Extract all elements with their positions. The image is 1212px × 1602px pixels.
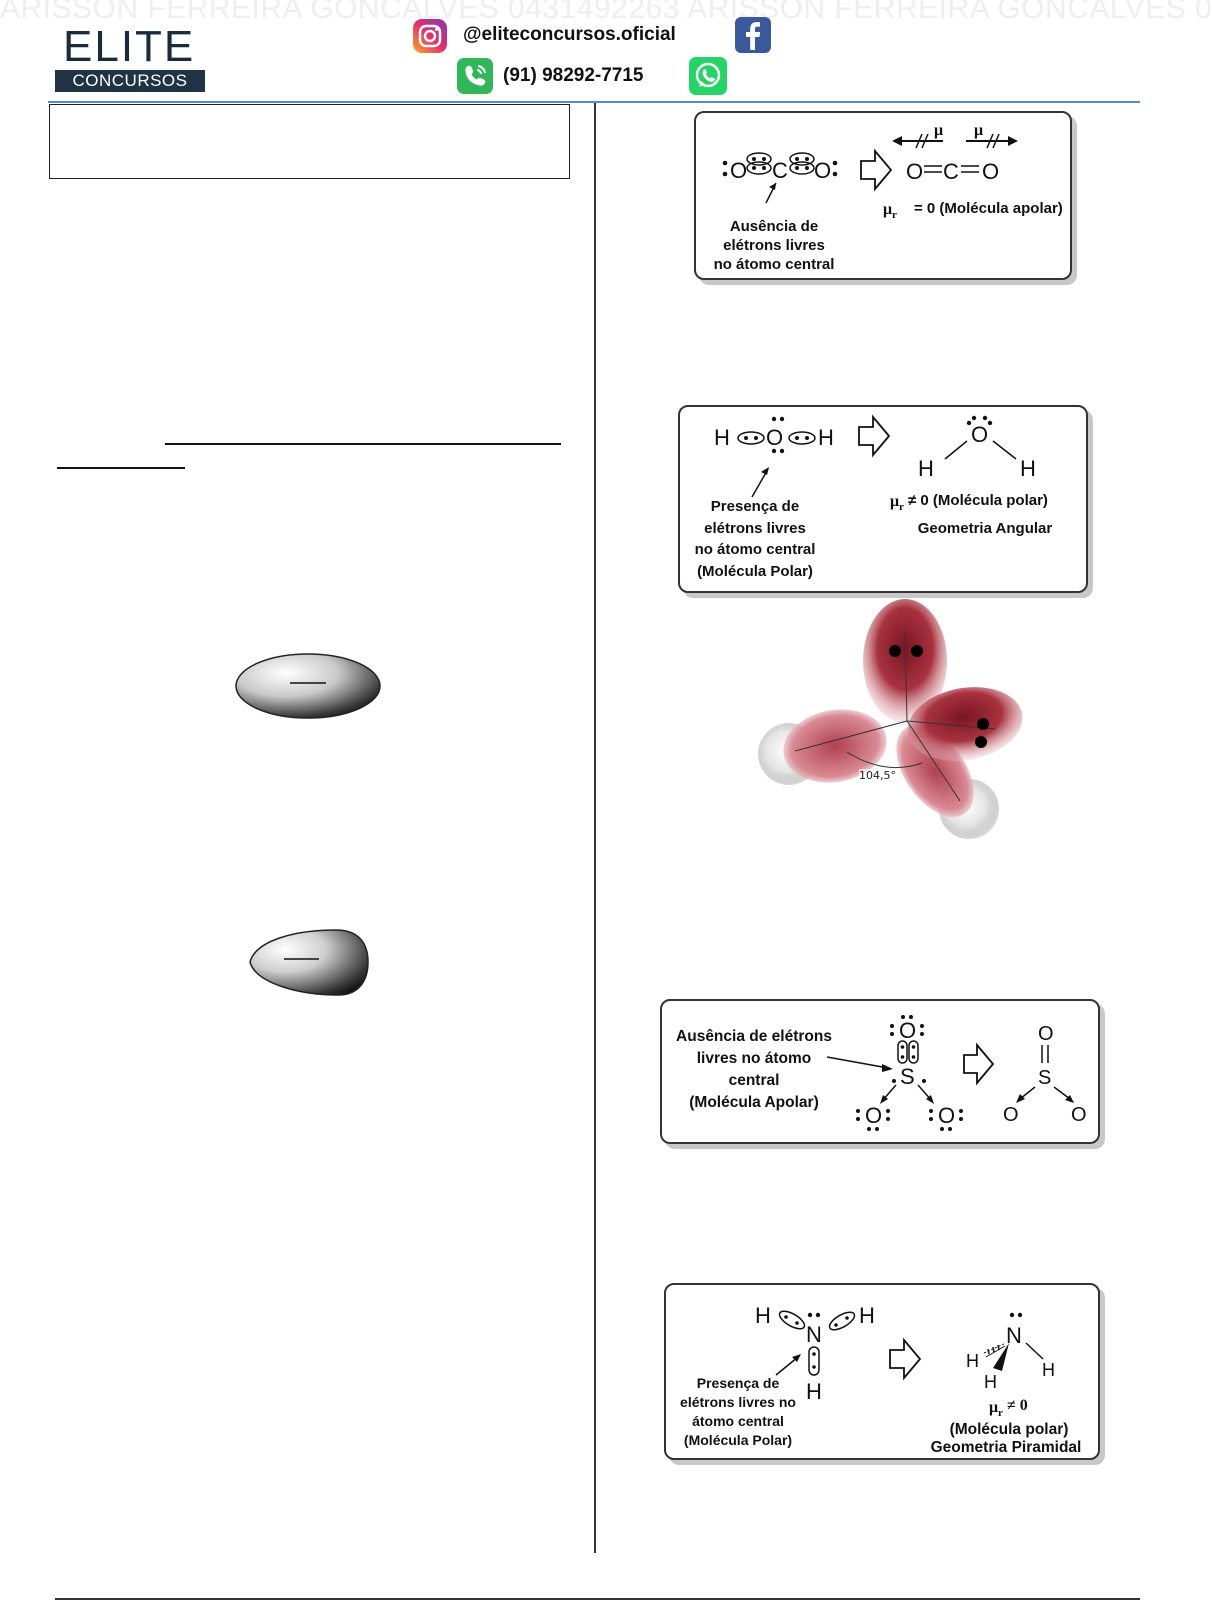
svg-text:r: r [998, 1407, 1003, 1419]
bond-angle-label: 104,5° [859, 769, 896, 782]
svg-text:O: O [938, 1103, 955, 1128]
svg-text:O: O [865, 1103, 882, 1128]
watermark: ARISSON FERREIRA GONCALVES 0431492263 AR… [0, 0, 1212, 25]
svg-text:H: H [1020, 456, 1036, 481]
svg-text:O: O [730, 158, 747, 183]
svg-text:H: H [859, 1303, 875, 1328]
h2o-caption: Presença de elétrons livres no átomo cen… [694, 498, 816, 580]
svg-text:O: O [899, 1018, 916, 1043]
svg-text:C: C [943, 159, 959, 184]
orbital-asymmetric-diagram [246, 926, 371, 998]
water-3d-orbital-image: 104,5° [755, 599, 1023, 851]
svg-text:O: O [1003, 1104, 1019, 1126]
underline-blank-1 [165, 443, 561, 445]
section-title-box [49, 104, 570, 179]
svg-text:N: N [1006, 1323, 1022, 1348]
co2-result: = 0 (Molécula apolar) [914, 200, 1063, 217]
svg-text:S: S [900, 1064, 915, 1089]
facebook-icon[interactable] [734, 16, 772, 54]
svg-text:H: H [714, 425, 730, 450]
so3-card: O S O O O S O O Ausência de [660, 999, 1100, 1144]
header-divider [48, 101, 1140, 103]
svg-text:H: H [966, 1351, 979, 1371]
logo-word: ELITE [63, 22, 196, 71]
footer-rule [55, 1598, 1140, 1600]
svg-text:μ: μ [974, 122, 983, 139]
svg-text:O: O [1038, 1023, 1054, 1045]
h2o-geometry: Geometria Angular [917, 520, 1053, 537]
h2o-result: ≠ 0 (Molécula polar) [908, 492, 1048, 509]
svg-text:O: O [982, 159, 999, 184]
nh3-geometry: Geometria Piramidal [930, 1439, 1082, 1456]
logo-subtitle: CONCURSOS [55, 70, 205, 92]
co2-lewis-structure: O C O [722, 152, 838, 183]
svg-text:H: H [984, 1372, 997, 1392]
svg-text:μ: μ [934, 122, 943, 139]
phone-icon[interactable] [456, 57, 494, 95]
svg-text:H: H [918, 456, 934, 481]
svg-text:r: r [899, 501, 904, 513]
so3-caption: Ausência de elétrons livres no átomo cen… [676, 1028, 832, 1111]
svg-text:H: H [755, 1303, 771, 1328]
svg-text:S: S [1038, 1067, 1051, 1089]
svg-text:μ: μ [989, 1399, 998, 1416]
svg-text:O: O [906, 159, 923, 184]
svg-text:μ: μ [883, 201, 892, 218]
h2o-card: H O H O H H μ r ≠ 0 (Molécula polar) Geo… [678, 405, 1088, 593]
svg-text:N: N [806, 1322, 822, 1347]
svg-text:H: H [806, 1379, 822, 1404]
nh3-card: H N H H N H H H μ r ≠ 0 (Molécula polar)… [664, 1283, 1100, 1460]
svg-text:r: r [892, 209, 897, 221]
nh3-caption: Presença de elétrons livres no átomo cen… [680, 1375, 796, 1448]
svg-text:H: H [1042, 1360, 1055, 1380]
phone-number[interactable]: (91) 98292-7715 [503, 65, 644, 86]
nh3-result: ≠ 0 [1007, 1397, 1028, 1414]
orbital-symmetric-diagram [233, 651, 383, 721]
svg-text:C: C [772, 158, 788, 183]
svg-text:μ: μ [890, 493, 899, 510]
svg-text:H: H [818, 425, 834, 450]
elite-logo: ELITE CONCURSOS [55, 22, 205, 92]
svg-text:O: O [1071, 1104, 1087, 1126]
co2-card: O C O O C O μ [694, 111, 1072, 280]
underline-blank-2 [57, 467, 185, 469]
svg-text:O: O [971, 422, 988, 447]
instagram-icon[interactable] [412, 18, 448, 54]
svg-text:O: O [766, 425, 783, 450]
nh3-polar-label: (Molécula polar) [949, 1421, 1069, 1438]
column-divider [594, 103, 596, 1553]
co2-caption: Ausência de elétrons livres no átomo cen… [713, 218, 835, 273]
svg-text:O: O [814, 158, 831, 183]
instagram-handle[interactable]: @eliteconcursos.oficial [463, 24, 676, 45]
whatsapp-icon[interactable] [688, 56, 728, 96]
